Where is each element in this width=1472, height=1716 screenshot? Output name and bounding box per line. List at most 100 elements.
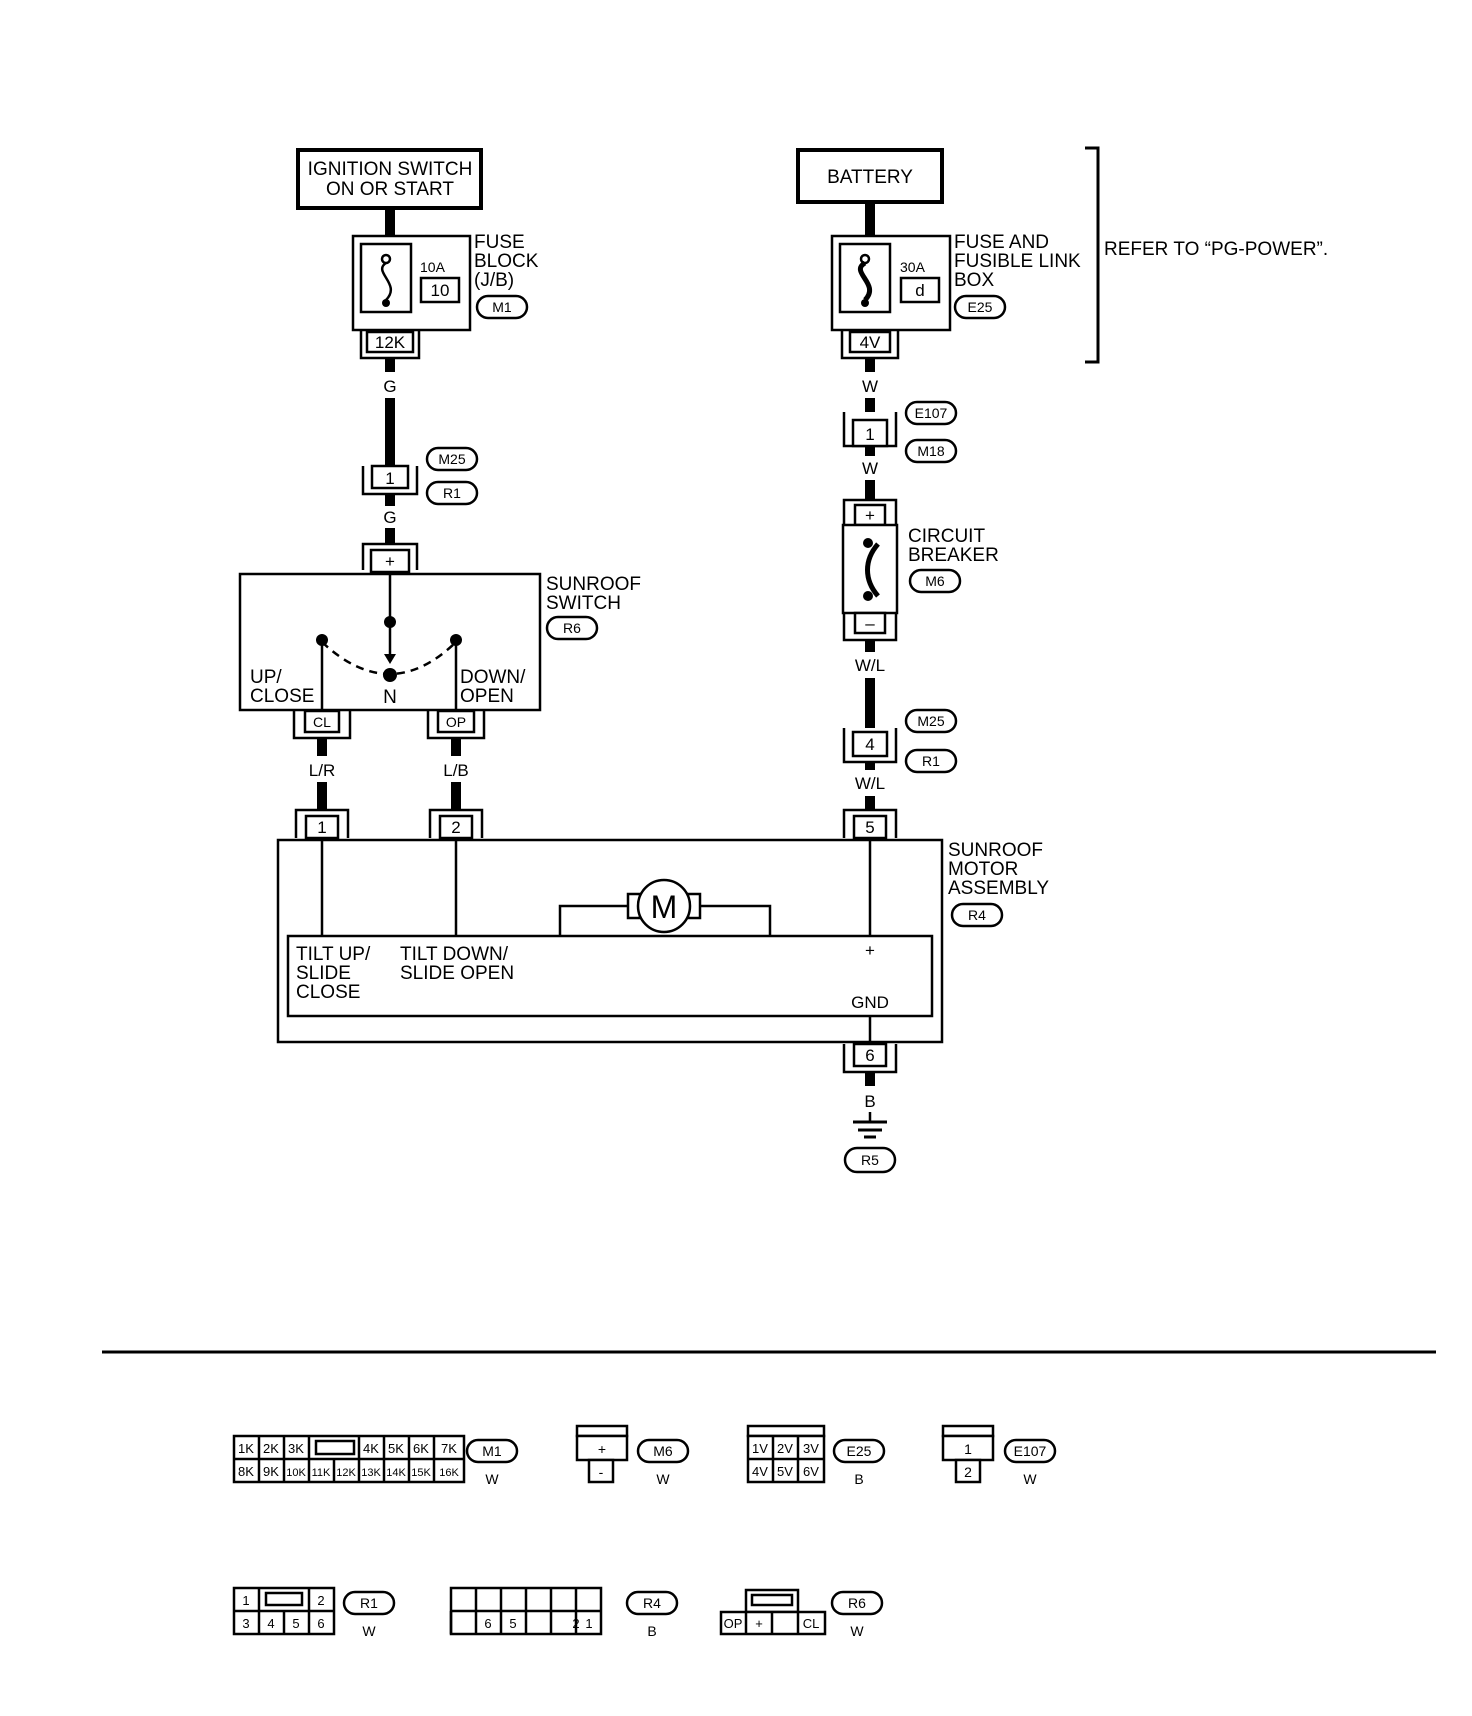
motor-control-unit: [286, 934, 934, 1018]
motor-label-2: MOTOR: [948, 859, 1018, 880]
motor-lead-left: [558, 904, 628, 936]
m1-pin-7k: 7K: [441, 1441, 457, 1456]
wire-label-wl2: W/L: [855, 774, 885, 793]
wire-label-lb: L/B: [443, 761, 469, 780]
fuse-link-label-3: BOX: [954, 270, 994, 291]
r1-pin-6: 6: [317, 1616, 324, 1631]
switch-cl-box: [303, 709, 341, 734]
r1-pin-3: 3: [242, 1616, 249, 1631]
switch-label-2: SWITCH: [546, 593, 621, 614]
r1-pin-5: 5: [292, 1616, 299, 1631]
motor-gnd-label: GND: [851, 993, 889, 1012]
connector-view-m1: 1K 2K 3K 4K 5K 6K 7K 8K 9K 10K 11K 12K 1…: [232, 1434, 519, 1487]
motor-symbol: M: [651, 889, 678, 925]
fuse-link-label-1: FUSE AND: [954, 232, 1049, 253]
m1-pin-6k: 6K: [413, 1441, 429, 1456]
e25-pin-6v: 6V: [803, 1464, 819, 1479]
m1-pin-12k: 12K: [336, 1467, 356, 1479]
r6-pin-op: OP: [724, 1616, 743, 1631]
switch-connector: R6: [563, 620, 581, 636]
m1-pin-2k: 2K: [263, 1441, 279, 1456]
wire-label-lr: L/R: [309, 761, 335, 780]
m1-pin-11k: 11K: [312, 1467, 331, 1479]
fuse-10a-icon: [380, 261, 393, 301]
motor-left-label-2: SLIDE: [296, 963, 351, 984]
connector-view-m6: + - M6 W: [575, 1424, 690, 1487]
motor-mid-label-2: SLIDE OPEN: [400, 963, 514, 984]
ignition-label-2: ON OR START: [326, 179, 454, 200]
m6-pin-minus: -: [599, 1464, 604, 1480]
fuse-link-letter-box: [899, 276, 941, 304]
m6-view-name: M6: [653, 1443, 673, 1459]
r4-pin-6: 6: [484, 1616, 491, 1631]
m1-pin-13k: 13K: [361, 1467, 381, 1479]
ground-icon: [853, 1120, 887, 1139]
e25-pin-2v: 2V: [777, 1441, 793, 1456]
connector-tag-m18: [904, 438, 958, 464]
r1-view-color: W: [362, 1623, 376, 1639]
r1-pin-4: 4: [267, 1616, 274, 1631]
r4-pin-5: 5: [509, 1616, 516, 1631]
wire-label-wl1: W/L: [855, 656, 885, 675]
connector-tag-m1: [475, 294, 529, 320]
r6-pin-cl: CL: [803, 1616, 820, 1631]
connector-view-e107: 1 2 E107 W: [941, 1424, 1057, 1487]
connector-tag-r5: [843, 1146, 897, 1174]
breaker-minus-box: [853, 611, 887, 635]
fuse-link-letter: d: [915, 281, 924, 300]
terminal-12k-box: [365, 330, 415, 354]
switch-right-label-1: DOWN/: [460, 667, 526, 688]
e107-view-color: W: [1023, 1471, 1037, 1487]
terminal-4v: 4V: [860, 333, 881, 352]
connector-tag-m25-left: [425, 446, 479, 472]
r4-pin-1: 1: [585, 1616, 592, 1631]
ground-connector: R5: [861, 1152, 879, 1168]
r1-pin-1: 1: [242, 1593, 249, 1608]
e107-pin-2: 2: [964, 1464, 972, 1480]
e107-view-name: E107: [1014, 1443, 1047, 1459]
connector-view-r4: 6 5 2 1 R4 B: [449, 1586, 679, 1639]
wire-label-b: B: [864, 1092, 875, 1111]
r6-view-name: R6: [848, 1595, 866, 1611]
breaker-plus-bracket: [842, 498, 898, 526]
switch-left-label-1: UP/: [250, 667, 282, 688]
connector-tag-r6: [545, 615, 599, 641]
e107-pin-1: 1: [964, 1441, 972, 1457]
r1-view-name: R1: [360, 1595, 378, 1611]
e25-pin-1v: 1V: [752, 1441, 768, 1456]
fuse-block-connector: M1: [492, 299, 512, 315]
motor-pin-1: 1: [317, 818, 326, 837]
r6-view-color: W: [850, 1623, 864, 1639]
connector-tag-m25-right: [904, 708, 958, 734]
m1-pin-15k: 15K: [411, 1467, 431, 1479]
motor-pin2-bracket: [428, 808, 484, 838]
breaker-connector: M6: [925, 573, 945, 589]
connector-tag-e107: [904, 400, 958, 426]
ignition-label-1: IGNITION SWITCH: [308, 159, 473, 180]
breaker-minus: –: [865, 614, 875, 633]
switch-arrow-icon: [384, 654, 396, 664]
refer-note: REFER TO “PG-POWER”.: [1104, 239, 1328, 260]
r4-view-name: R4: [643, 1595, 661, 1611]
connector-view-r6: OP + CL R6 W: [719, 1588, 884, 1639]
switch-left-label-2: CLOSE: [250, 686, 314, 707]
switch-cl-pin: CL: [313, 714, 331, 730]
m1-pin-8k: 8K: [238, 1464, 254, 1479]
connector-tag-r1-left: [425, 480, 479, 506]
motor-label-3: ASSEMBLY: [948, 878, 1049, 899]
motor-pin6-box: [852, 1042, 888, 1068]
joint-right-upper-bottom: M18: [917, 443, 944, 459]
terminal-12k: 12K: [375, 333, 406, 352]
m6-view-color: W: [656, 1471, 670, 1487]
connector-view-r1: 1 2 3 4 5 6 R1 W: [232, 1586, 396, 1639]
fuse-block-label-2: BLOCK: [474, 251, 539, 272]
fuse-link-label-2: FUSIBLE LINK: [954, 251, 1081, 272]
r6-pin-plus: +: [755, 1616, 763, 1631]
motor-left-label-3: CLOSE: [296, 982, 360, 1003]
fuse-block-label-3: (J/B): [474, 270, 514, 291]
switch-plus-bracket: [361, 542, 419, 570]
r4-view-color: B: [647, 1623, 656, 1639]
joint-left-bottom: R1: [443, 485, 461, 501]
motor-lead-right: [700, 904, 772, 936]
